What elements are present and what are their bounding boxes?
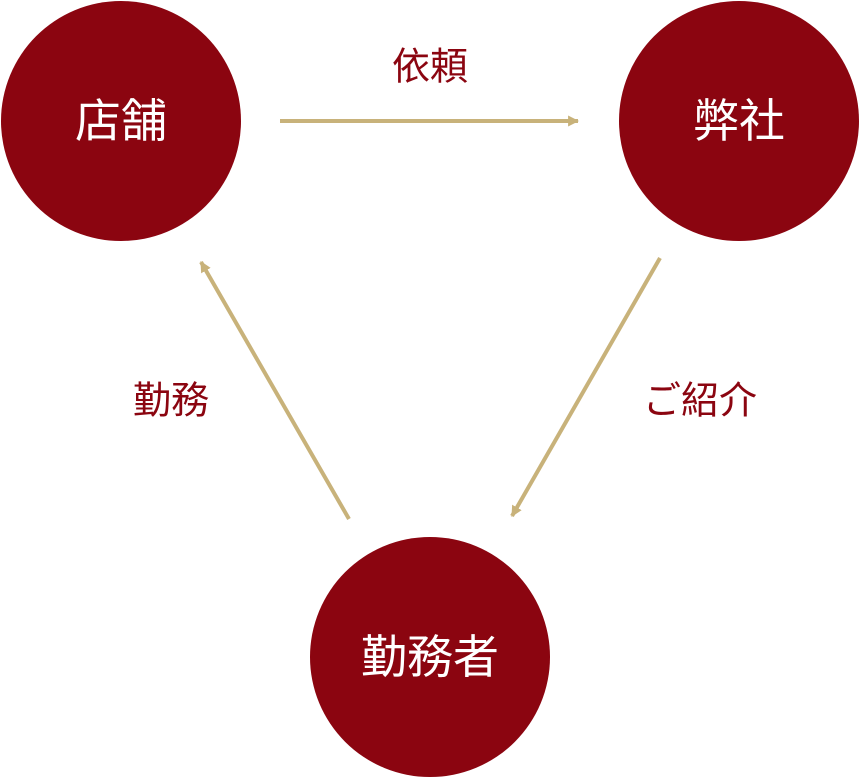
edge-label-request: 依頼: [392, 45, 468, 89]
arrow-company-to-worker: [510, 257, 662, 517]
arrows-group: [199, 115, 662, 520]
arrow-worker-to-store: [199, 261, 351, 520]
node-store-circle: [1, 1, 241, 241]
edge-label-introduction: ご紹介: [643, 379, 757, 423]
node-worker-label: 勤務者: [361, 630, 499, 684]
node-worker-circle: [310, 537, 550, 777]
node-company-label: 弊社: [693, 94, 785, 148]
node-company-circle: [619, 1, 859, 241]
node-worker: 勤務者: [310, 537, 550, 777]
edge-label-work: 勤務: [133, 379, 209, 423]
node-store: 店舗: [1, 1, 241, 241]
node-company: 弊社: [619, 1, 859, 241]
node-store-label: 店舗: [75, 94, 167, 148]
